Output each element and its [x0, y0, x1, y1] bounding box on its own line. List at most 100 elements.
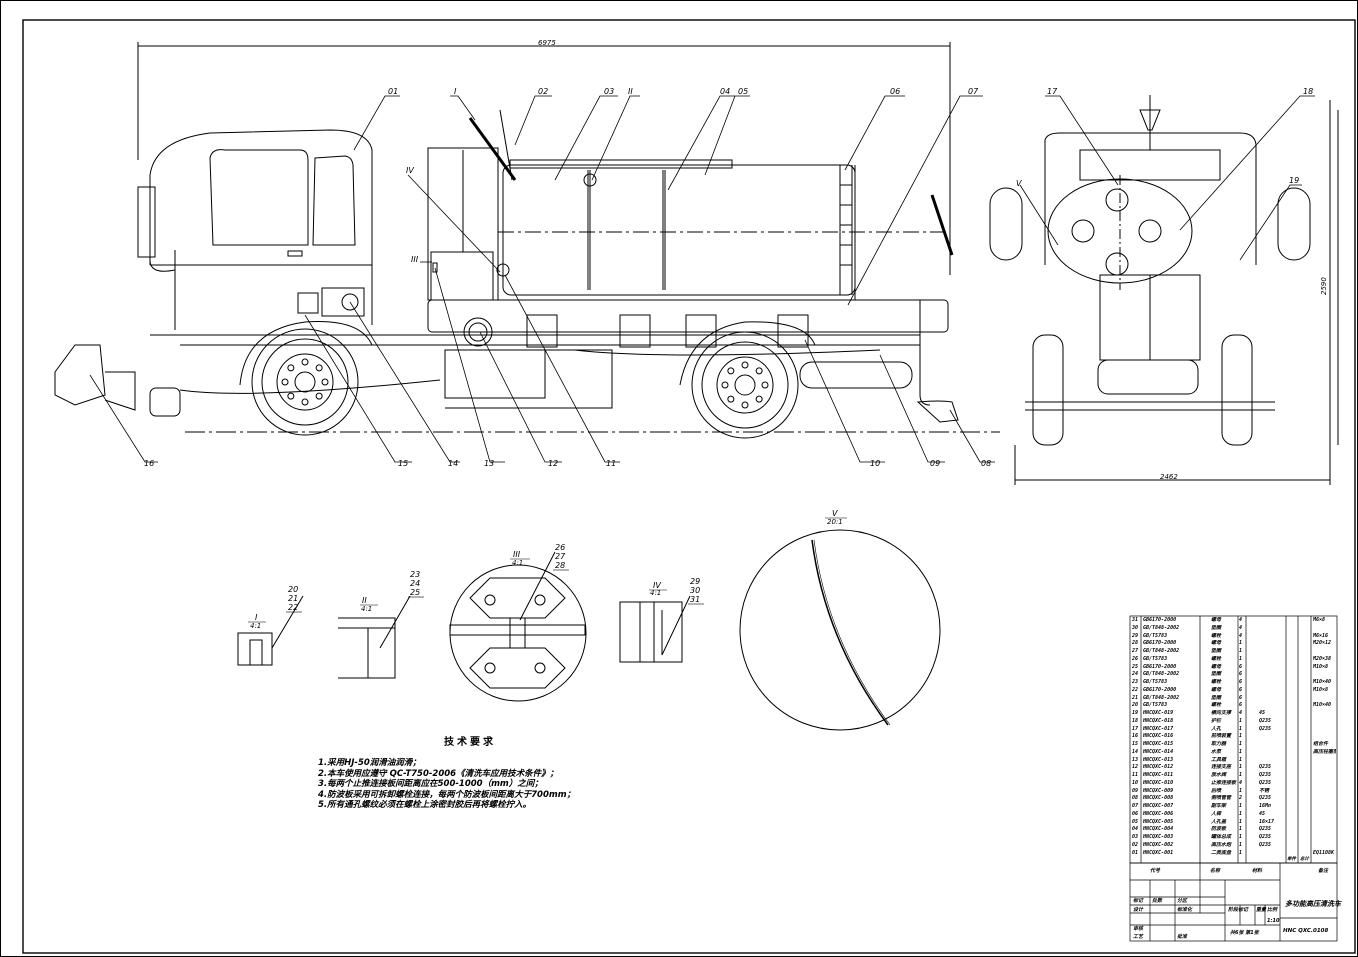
tech-requirement-item: 5.所有通孔螺纹必须在螺栓上涂密封胶后再将螺栓拧入。 [318, 800, 532, 810]
bom-cell-name: 垫圈 [1211, 671, 1222, 678]
wheel-lug [321, 378, 329, 386]
bom-cell-name: 后喷 [1211, 787, 1222, 794]
rear-callout-labels: 17 18 19 V 2462 2590 [1016, 87, 1328, 481]
bom-cell-code: GB6170-2000 [1143, 663, 1177, 670]
bom-cell-no: 21 [1132, 694, 1139, 701]
detail-IV-scale: 4:1 [650, 589, 661, 597]
bom-cell-rem: M20×12 [1313, 640, 1332, 647]
bom-cell-no: 11 [1132, 772, 1139, 778]
bom-cell-qty: 1 [1239, 818, 1243, 825]
bom-cell-qty: 6 [1239, 679, 1243, 685]
wheel-lug [281, 378, 289, 386]
bom-cell-code: GB/T5783 [1143, 702, 1168, 709]
detail-II-label: II [362, 596, 367, 605]
bom-cell-code: HNCQXC-008 [1143, 795, 1174, 802]
detail-IV-label: IV [653, 581, 661, 590]
bom-cell-qty: 6 [1239, 686, 1243, 693]
bom-cell-name: 螺栓 [1211, 655, 1222, 662]
view-marker-II: II [628, 87, 633, 96]
tb-drawing-no: HNC QXC.0108 [1283, 928, 1328, 934]
bom-cell-mat: 45 [1259, 810, 1266, 817]
bom-cell-code: HNCQXC-003 [1143, 834, 1174, 840]
bom-cell-rem: 组合件 [1313, 741, 1329, 747]
tech-requirement-item: 1.采用HJ-50润滑油润滑； [318, 758, 421, 768]
bom-cell-qty: 1 [1239, 772, 1243, 778]
wheel-lug [721, 381, 729, 389]
bom-cell-no: 23 [1132, 679, 1139, 685]
bom-cell-no: 10 [1132, 779, 1139, 786]
bom-cell-mat: 45 [1259, 710, 1266, 716]
detail-labels: I 4:1 20 21 22 II 4:1 23 24 25 III 4:1 2… [250, 509, 843, 630]
bom-header-name: 名称 [1210, 867, 1221, 874]
detail-IV-callout-31: 31 [690, 595, 700, 604]
wheel-lug [727, 395, 735, 403]
bom-header-code: 代号 [1150, 867, 1161, 874]
bom-cell-name: 二类底盘 [1211, 849, 1232, 856]
bom-cell-name: 护栏 [1211, 717, 1222, 724]
callout-14: 14 [448, 459, 458, 468]
bom-cell-qty: 6 [1239, 694, 1243, 701]
bom-cell-code: GB/T5783 [1143, 655, 1168, 662]
wheel-lug [727, 367, 735, 375]
bom-cell-name: 连接支座 [1211, 764, 1232, 771]
bom-cell-rem: M6×16 [1313, 632, 1329, 639]
wheel-lug [755, 367, 763, 375]
bom-cell-name: 人梯 [1211, 810, 1222, 817]
bom-cell-code: HNCQXC-017 [1143, 725, 1174, 732]
wheel-lug [755, 395, 763, 403]
bom-cell-mat: Q235 [1259, 841, 1272, 848]
bom-table-grid [1129, 615, 1338, 942]
bom-cell-name: 螺母 [1211, 686, 1222, 693]
bom-cell-qty: 1 [1239, 803, 1243, 809]
callout-09: 09 [930, 459, 940, 468]
wheel-lug [315, 392, 323, 400]
bom-cell-no: 17 [1132, 725, 1139, 732]
bom-header-mat: 材料 [1252, 867, 1263, 874]
bom-cell-qty: 1 [1239, 810, 1243, 817]
bom-cell-no: 02 [1132, 841, 1139, 848]
bom-cell-no: 22 [1132, 686, 1139, 693]
wheel-lug [287, 392, 295, 400]
bom-cell-mat: Q235 [1259, 764, 1272, 771]
bom-cell-mat: Q235 [1259, 826, 1272, 833]
bom-cell-no: 01 [1132, 849, 1139, 856]
bom-cell-name: 螺母 [1211, 663, 1222, 670]
bom-cell-mat: 不锈 [1259, 787, 1270, 794]
bom-cell-no: 24 [1132, 671, 1139, 678]
detail-I-callout-21: 21 [288, 594, 298, 603]
detail-V-label: V [832, 509, 838, 518]
bom-cell-mat: 16×17 [1259, 818, 1275, 825]
callout-08: 08 [981, 459, 991, 468]
wheel-lug [301, 398, 309, 406]
bom-cell-name: 螺栓 [1211, 679, 1222, 685]
bom-cell-name: 放水阀 [1211, 772, 1227, 778]
detail-II-callout-25: 25 [410, 588, 420, 597]
tech-requirement-item: 4.防波板采用可拆卸螺栓连接，每两个防波板间距离大于700mm； [318, 789, 576, 800]
side-callout-labels: 01 02 03 04 05 06 07 08 09 10 11 12 13 1… [144, 39, 991, 468]
callout-06: 06 [890, 87, 900, 96]
bom-cell-no: 13 [1132, 756, 1139, 763]
tech-requirement-item: 2.本车使用应遵守 QC-T750-2006《清洗车应用技术条件》； [318, 768, 559, 779]
callout-19: 19 [1289, 176, 1299, 185]
bom-cell-qty: 6 [1239, 671, 1243, 678]
bom-cell-qty: 1 [1239, 787, 1243, 794]
bom-cell-no: 20 [1132, 702, 1139, 709]
bom-cell-qty: 4 [1239, 779, 1243, 786]
bom-cell-qty: 1 [1239, 841, 1243, 848]
tb-scale-label: 比例 [1267, 906, 1278, 913]
tb-standardize: 标准化 [1177, 906, 1193, 913]
tb-product-name: 多功能高压清洗车 [1285, 899, 1342, 908]
bom-cell-code: GB/T848-2002 [1143, 648, 1180, 654]
